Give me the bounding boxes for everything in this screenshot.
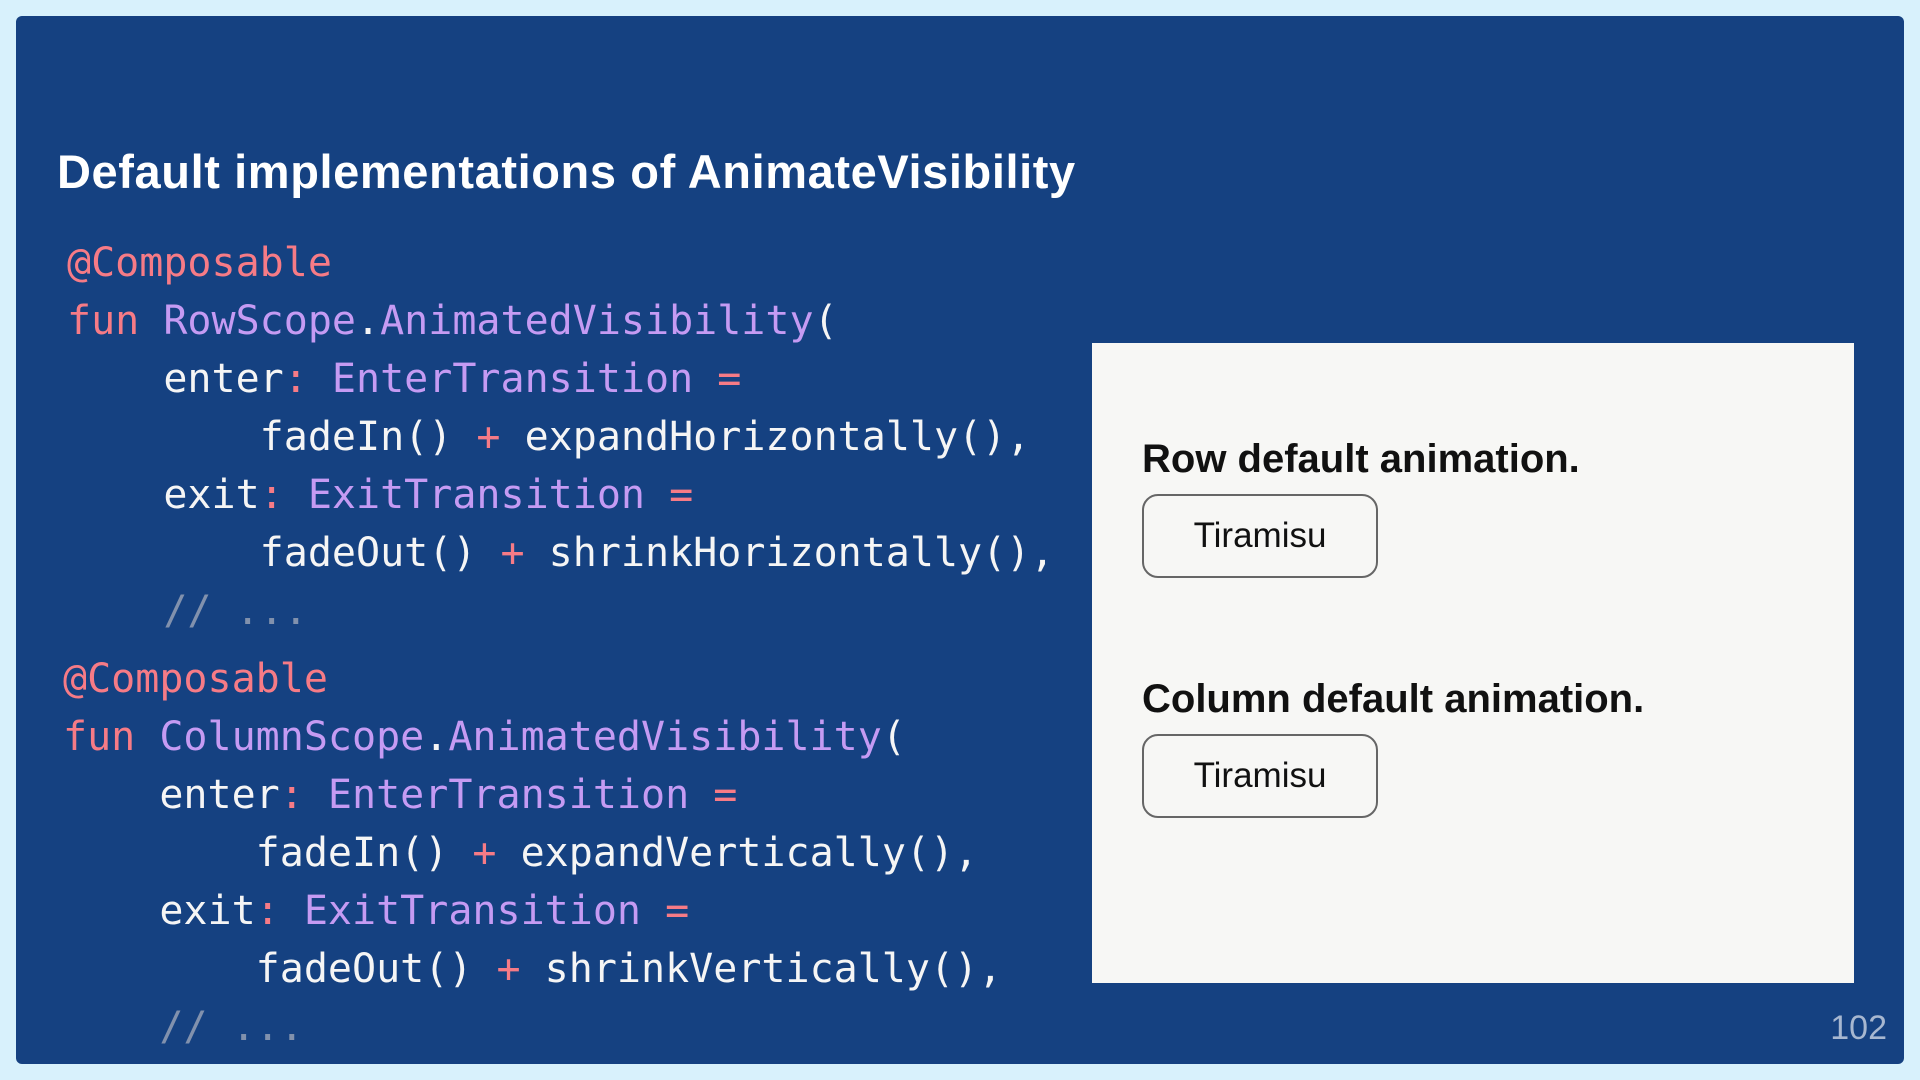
call-token: expandVertically(),: [496, 830, 979, 876]
column-animation-label: Column default animation.: [1142, 677, 1645, 721]
function-name: AnimatedVisibility: [448, 714, 882, 760]
call-token: shrinkVertically(),: [520, 946, 1003, 992]
receiver-type: RowScope: [163, 298, 356, 344]
code-line-row-signature: fun RowScope.AnimatedVisibility(: [67, 292, 838, 350]
plus-token: +: [476, 414, 501, 460]
page-number: 102: [1830, 1009, 1887, 1047]
indent: [67, 414, 260, 460]
fun-keyword: fun: [67, 298, 164, 344]
equals-token: =: [693, 356, 742, 402]
slide: Default implementations of AnimateVisibi…: [16, 16, 1904, 1064]
code-line-column-enter: enter: EnterTransition =: [63, 766, 737, 824]
open-paren: (: [881, 714, 906, 760]
code-line-column-exit-value: fadeOut() + shrinkVertically(),: [63, 940, 1003, 998]
code-line-column-signature: fun ColumnScope.AnimatedVisibility(: [63, 708, 906, 766]
call-token: fadeOut(): [259, 530, 501, 576]
colon-token: :: [279, 772, 328, 818]
plus-token: +: [496, 946, 521, 992]
dot-token: .: [355, 298, 381, 344]
code-line-row-comment: // ...: [67, 582, 308, 640]
param-name: exit: [163, 472, 260, 518]
call-token: fadeIn(): [255, 830, 473, 876]
param-type: ExitTransition: [307, 472, 645, 518]
equals-token: =: [689, 772, 738, 818]
call-token: shrinkHorizontally(),: [524, 530, 1055, 576]
code-line-row-exit-value: fadeOut() + shrinkHorizontally(),: [67, 524, 1055, 582]
column-tiramisu-button[interactable]: Tiramisu: [1142, 734, 1378, 818]
param-type: ExitTransition: [303, 888, 641, 934]
code-line-column-comment: // ...: [63, 998, 304, 1056]
code-line-row-enter: enter: EnterTransition =: [67, 350, 741, 408]
code-line-row-enter-value: fadeIn() + expandHorizontally(),: [67, 408, 1031, 466]
indent: [63, 888, 159, 934]
colon-token: :: [255, 888, 304, 934]
indent: [63, 946, 256, 992]
code-line-row-exit: exit: ExitTransition =: [67, 466, 693, 524]
dot-token: .: [424, 714, 449, 760]
receiver-type: ColumnScope: [159, 714, 425, 760]
row-tiramisu-button[interactable]: Tiramisu: [1142, 494, 1378, 578]
indent: [63, 830, 256, 876]
param-type: EnterTransition: [327, 772, 690, 818]
indent: [63, 772, 159, 818]
code-line-column-annotation: @Composable: [63, 650, 328, 708]
param-name: enter: [163, 356, 284, 402]
plus-token: +: [500, 530, 525, 576]
annotation-token: @Composable: [63, 656, 328, 702]
param-name: exit: [159, 888, 256, 934]
demo-preview-panel: Row default animation. Tiramisu Column d…: [1092, 343, 1854, 983]
colon-token: :: [259, 472, 308, 518]
colon-token: :: [283, 356, 332, 402]
plus-token: +: [472, 830, 497, 876]
call-token: fadeIn(): [259, 414, 477, 460]
code-line-column-enter-value: fadeIn() + expandVertically(),: [63, 824, 978, 882]
code-line-row-annotation: @Composable: [67, 234, 332, 292]
call-token: fadeOut(): [255, 946, 497, 992]
annotation-token: @Composable: [67, 240, 332, 286]
param-name: enter: [159, 772, 280, 818]
indent: [67, 530, 260, 576]
call-token: expandHorizontally(),: [500, 414, 1031, 460]
indent: [67, 472, 163, 518]
code-line-column-exit: exit: ExitTransition =: [63, 882, 689, 940]
comment-token: // ...: [63, 1004, 304, 1050]
slide-title: Default implementations of AnimateVisibi…: [57, 145, 1076, 198]
param-type: EnterTransition: [331, 356, 694, 402]
fun-keyword: fun: [63, 714, 160, 760]
equals-token: =: [644, 472, 694, 518]
equals-token: =: [640, 888, 690, 934]
function-name: AnimatedVisibility: [380, 298, 814, 344]
indent: [67, 356, 163, 402]
row-animation-label: Row default animation.: [1142, 437, 1580, 481]
open-paren: (: [813, 298, 838, 344]
comment-token: // ...: [67, 588, 308, 634]
